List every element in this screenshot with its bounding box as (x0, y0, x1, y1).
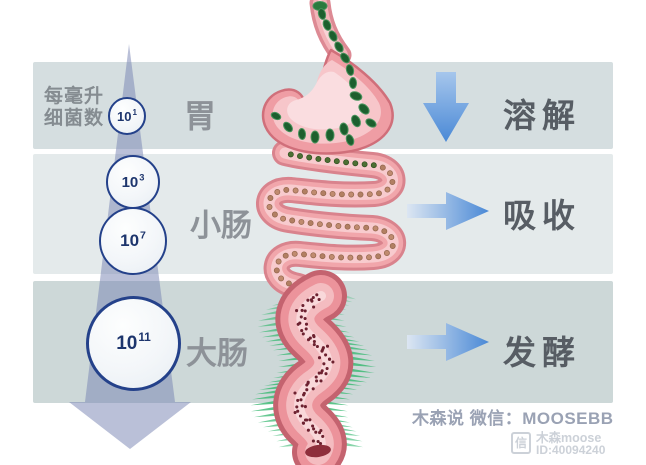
stomach-bacteria-ovals (270, 1, 377, 146)
bacteria-count-legend: 每毫升 细菌数 (44, 86, 104, 130)
label-ferment: 发酵 (503, 334, 581, 371)
label-small-intestine: 小肠 (190, 208, 252, 243)
right-arrow-icon (407, 323, 489, 361)
label-absorb: 吸收 (503, 197, 581, 234)
legend-line-1: 每毫升 (44, 86, 105, 107)
large-intestine-bacteria-dots (293, 293, 335, 446)
legend-line-2: 细菌数 (44, 108, 105, 129)
watermark-id: ID:40094240 (536, 443, 606, 457)
down-arrow-icon (423, 72, 469, 142)
colon-end-opening (305, 444, 331, 458)
moose-logo-icon: 信 (511, 432, 531, 454)
large-intestine-shape (273, 270, 354, 465)
right-arrow-icon (407, 192, 489, 230)
label-large-intestine: 大肠 (186, 336, 248, 371)
brand-watermark: 信 木森moose ID:40094240 (511, 432, 605, 456)
label-stomach: 胃 (184, 98, 217, 134)
watermark-brand: 木森moose (536, 431, 602, 445)
wechat-caption: 木森说 微信：MOOSEBB (412, 409, 614, 428)
label-dissolve: 溶解 (503, 97, 581, 134)
